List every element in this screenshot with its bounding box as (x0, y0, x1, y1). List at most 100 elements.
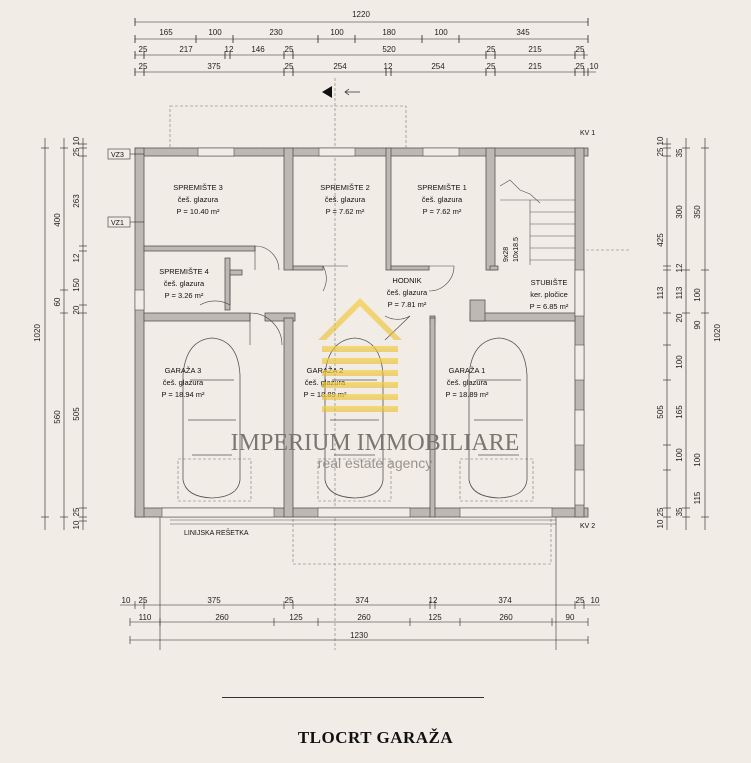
dim-label: 115 (693, 491, 702, 504)
dim-label: 345 (516, 28, 530, 37)
dim-label: 25 (576, 45, 585, 54)
dim-label: 300 (675, 205, 684, 219)
room-spremiste3: SPREMIŠTE 3 češ. glazura P = 10.40 m² (173, 183, 223, 216)
dim-label: 12 (675, 263, 684, 272)
dim-label: 260 (357, 613, 371, 622)
kv2-label: KV 2 (580, 523, 595, 530)
dim-label: 260 (215, 613, 229, 622)
dim-label: 10 (656, 519, 665, 528)
room-finish: češ. glazura (164, 279, 205, 288)
dim-label: 100 (675, 448, 684, 462)
dim-label: 505 (72, 407, 81, 421)
dim-label: 60 (53, 297, 62, 306)
kv1-label: KV 1 (580, 130, 595, 137)
dim-label: 12 (72, 253, 81, 262)
dim-label: 374 (498, 596, 512, 605)
dim-label: 400 (53, 213, 62, 227)
dim-label: 100 (208, 28, 222, 37)
dim-label: 150 (72, 278, 81, 292)
dim-label: 100 (693, 288, 702, 302)
dim-label: 100 (693, 453, 702, 467)
dim-label: 20 (72, 305, 81, 314)
room-name: SPREMIŠTE 1 (417, 183, 467, 192)
dim-label: 35 (675, 507, 684, 516)
facade-openings (134, 147, 585, 518)
car-icon (182, 337, 241, 499)
dim-label: 180 (382, 28, 396, 37)
total-width-top: 1220 (352, 10, 370, 19)
dim-label: 230 (269, 28, 283, 37)
room-spremiste4: SPREMIŠTE 4 češ. glazura P = 3.26 m² (159, 267, 209, 300)
dim-label: 25 (139, 45, 148, 54)
dim-label: 113 (656, 286, 665, 299)
car-icon (324, 337, 384, 499)
dim-label: 217 (179, 45, 193, 54)
dim-label: 10 (656, 136, 665, 145)
total-height-left: 1020 (33, 324, 42, 342)
room-finish: češ. glazura (422, 195, 463, 204)
dim-label: 425 (656, 233, 665, 247)
dim-label: 254 (431, 62, 445, 71)
top-dimensions (135, 21, 596, 73)
dim-label: 25 (656, 507, 665, 516)
dim-label: 165 (675, 405, 684, 419)
dim-label: 25 (285, 62, 294, 71)
car-icon (468, 337, 528, 499)
room-finish: češ. glazura (325, 195, 366, 204)
room-name: HODNIK (392, 276, 421, 285)
dim-label: 215 (528, 45, 542, 54)
dim-label: 25 (285, 596, 294, 605)
section-arrow-icon (322, 86, 360, 98)
dim-label: 25 (576, 596, 585, 605)
watermark-logo-icon (318, 298, 402, 412)
dim-label: 25 (72, 507, 81, 516)
dim-label: 113 (675, 286, 684, 299)
room-area: P = 7.81 m² (388, 300, 427, 309)
total-width-bottom: 1230 (350, 631, 368, 640)
vz3-tag: VZ3 (107, 148, 144, 160)
room-name: SPREMIŠTE 2 (320, 183, 370, 192)
dim-label: 100 (675, 355, 684, 369)
dim-label: 10 (591, 596, 600, 605)
dim-label: 165 (159, 28, 173, 37)
total-height-right: 1020 (713, 324, 722, 342)
room-spremiste1: SPREMIŠTE 1 češ. glazura P = 7.62 m² (417, 183, 467, 216)
room-garaza3: GARAŽA 3 češ. glazura P = 18.94 m² (161, 366, 205, 399)
watermark: IMPERIUM IMMOBILIARE real estate agency (231, 298, 519, 471)
room-garaza1: GARAŽA 1 češ. glazura P = 18.89 m² (445, 366, 489, 399)
dim-label: 90 (693, 320, 702, 329)
room-finish: ker. pločice (530, 290, 568, 299)
vz3-label: VZ3 (111, 152, 124, 159)
room-stubiste: STUBIŠTE ker. pločice P = 6.85 m² (530, 278, 569, 311)
dim-label: 25 (72, 147, 81, 156)
dim-label: 10 (72, 136, 81, 145)
watermark-tagline: real estate agency (318, 455, 432, 471)
dim-label: 12 (384, 62, 393, 71)
dim-label: 25 (487, 45, 496, 54)
dim-label: 25 (139, 62, 148, 71)
bottom-dimensions (120, 601, 600, 644)
dim-label: 350 (693, 205, 702, 219)
room-name: SPREMIŠTE 4 (159, 267, 209, 276)
dim-label: 110 (139, 613, 152, 622)
drain-leaders (159, 517, 557, 650)
left-dim-labels: 1020 400 60 560 10 25 263 12 150 20 505 … (33, 136, 81, 529)
room-name: STUBIŠTE (531, 278, 568, 287)
dim-label: 25 (285, 45, 294, 54)
dim-label: 125 (289, 613, 303, 622)
dim-label: 10 (590, 62, 599, 71)
staircase (499, 179, 575, 265)
dim-label: 215 (528, 62, 542, 71)
door-swings (199, 245, 455, 346)
room-name: SPREMIŠTE 3 (173, 183, 223, 192)
room-area: P = 7.62 m² (423, 207, 462, 216)
dim-label: 25 (487, 62, 496, 71)
drawing-title: TLOCRT GARAŽA (297, 728, 454, 747)
room-area: P = 7.62 m² (326, 207, 365, 216)
dim-label: 90 (566, 613, 575, 622)
dim-label: 12 (429, 596, 438, 605)
right-dim-labels: 10 25 300 12 113 20 100 100 165 100 115 … (656, 136, 722, 528)
room-name: GARAŽA 3 (165, 366, 202, 375)
dim-label: 25 (576, 62, 585, 71)
room-finish: češ. glazura (178, 195, 219, 204)
